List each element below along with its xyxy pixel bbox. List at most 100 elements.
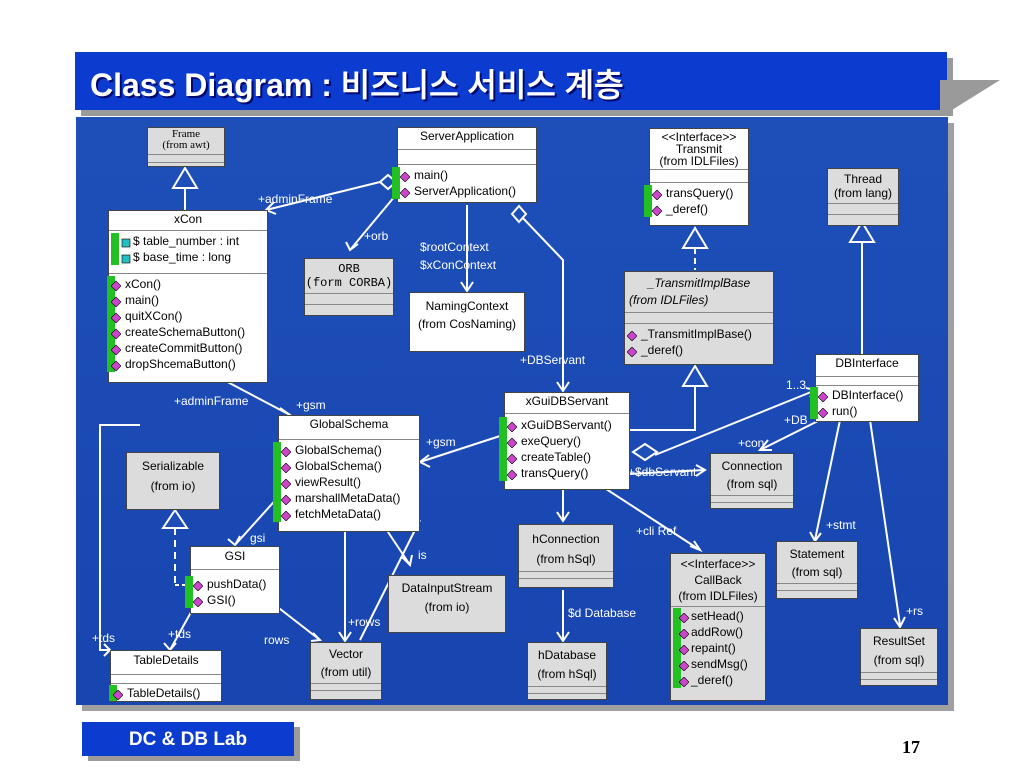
operation-icon [817,390,829,403]
operation: xGuiDBServant() [521,418,612,432]
operation: fetchMetaData() [295,507,382,521]
operation: createSchemaButton() [125,325,246,339]
label-admin-frame-bottom: +adminFrame [174,394,249,408]
operation-icon [192,579,204,592]
class-hdatabase[interactable]: hDatabase (from hSql) [527,642,607,700]
class-orb[interactable]: ORB (form CORBA) [304,258,394,316]
class-package: (form CORBA) [305,276,393,290]
attribute-icon [121,236,131,248]
class-name: Vector [328,647,364,661]
class-hconnection[interactable]: hConnection (from hSql) [518,524,614,588]
attribute: $ table_number : int [133,234,240,248]
operation: sendMsg() [691,657,748,671]
class-gsi[interactable]: GSI pushData() GSI() [185,546,280,614]
operation-icon [506,468,518,481]
operation: DBInterface() [832,388,904,402]
class-stereotype: <<Interface>> [680,557,756,571]
class-callback[interactable]: <<Interface>> CallBack (from IDLFiles) s… [670,553,766,701]
class-resultset[interactable]: ResultSet (from sql) [860,628,938,686]
class-package: (from sql) [791,565,843,579]
class-name: hDatabase [537,648,597,662]
operation: transQuery() [666,186,734,200]
class-frame[interactable]: Frame (from awt) [147,127,225,167]
operation: _deref() [666,202,709,216]
operation: xCon() [125,277,162,291]
label-d-database: $d Database [568,606,637,620]
operation: repaint() [691,641,736,655]
operation: main() [125,293,160,307]
label-rs: +rs [906,604,924,618]
operation-icon [280,445,292,458]
label-stmt: +stmt [826,518,856,532]
operation: exeQuery() [521,434,582,448]
class-name: hConnection [532,532,600,546]
label-db: +DB [784,413,808,427]
class-name: TableDetails [133,653,199,667]
class-transmit-impl-base[interactable]: _TransmitImplBase (from IDLFiles) _Trans… [624,271,774,365]
operation-icon [626,345,638,358]
label-gsm-mid: +gsm [426,435,456,449]
label-dbservant: +DBServant [520,353,586,367]
class-name: NamingContext [425,299,509,313]
label-root-context: $rootContext [420,240,489,254]
operation-icon [399,186,411,199]
operation-icon [112,688,124,701]
class-transmit[interactable]: <<Interface>> Transmit (from IDLFiles) t… [644,128,749,226]
operation: TableDetails() [127,686,201,700]
class-xcon[interactable]: xCon $ table_number : int $ base_time : … [107,210,268,383]
label-cli-ref: +cli Ref [636,524,677,538]
class-package: (from awt) [162,139,210,151]
class-name: ORB [338,262,360,276]
class-name: xGuiDBServant [525,394,609,408]
operation: _deref() [691,673,734,687]
class-connection[interactable]: Connection (from sql) [710,453,794,509]
operation-icon [651,188,663,201]
operation: run() [832,404,858,418]
class-datainputstream[interactable]: DataInputStream (from io) [388,575,506,633]
class-naming-context[interactable]: NamingContext (from CosNaming) [409,292,525,352]
label-is: is [418,548,427,562]
class-serializable[interactable]: Serializable (from io) [126,452,220,510]
class-vector[interactable]: Vector (from util) [310,642,382,700]
class-name: GSI [224,549,246,563]
class-name: DataInputStream [401,581,493,595]
operation: main() [414,168,449,182]
operation: transQuery() [521,466,589,480]
class-dbinterface[interactable]: DBInterface DBInterface() run() [810,354,919,422]
operation-icon [280,477,292,490]
label-con: +con [738,436,765,450]
class-global-schema[interactable]: GlobalSchema GlobalSchema() GlobalSchema… [273,415,420,532]
operation: createCommitButton() [125,341,243,355]
class-xgui-dbservant[interactable]: xGuiDBServant xGuiDBServant() exeQuery()… [499,392,630,490]
class-thread[interactable]: Thread (from lang) [827,168,899,226]
class-package: (from lang) [833,186,892,200]
class-name: Statement [789,547,845,561]
class-tabledetails[interactable]: TableDetails TableDetails() [109,650,222,702]
footer-lab-badge [82,722,294,756]
class-name: CallBack [694,573,742,587]
operation-icon [192,595,204,608]
label-orb: +orb [364,229,389,243]
class-server-application[interactable]: ServerApplication main() ServerApplicati… [392,127,537,203]
attribute: $ base_time : long [133,250,232,264]
operation: createTable() [521,450,592,464]
title-arrow-decoration [940,80,1000,110]
class-package: (from IDLFiles) [678,589,758,603]
label-gsm-top: +gsm [296,398,326,412]
operation: addRow() [691,625,744,639]
class-package: (from util) [320,665,372,679]
class-name: Serializable [141,459,205,473]
operation-icon [110,279,122,292]
attribute-icon [121,252,131,264]
operation-icon [399,170,411,183]
operation-icon [678,675,690,688]
class-statement[interactable]: Statement (from sql) [776,541,858,599]
footer-lab-name: DC & DB Lab [128,729,248,750]
operation-icon [678,627,690,640]
operation-icon [280,493,292,506]
operation-icon [678,643,690,656]
label-tds-1: +tds [92,631,116,645]
label-rows-plus: +rows [348,615,381,629]
operation-icon [506,420,518,433]
class-package: (from IDLFiles) [659,154,739,168]
